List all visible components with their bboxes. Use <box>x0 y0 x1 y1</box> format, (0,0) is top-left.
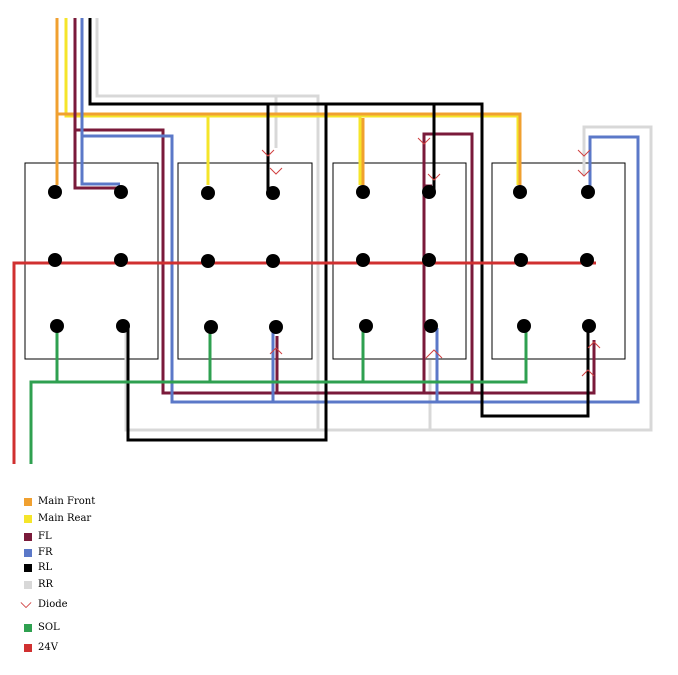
relay-box-3 <box>332 162 467 360</box>
terminal <box>204 320 218 334</box>
relay-box-4 <box>491 162 626 360</box>
wire-rr <box>95 18 653 432</box>
terminal <box>581 185 595 199</box>
terminal <box>269 320 283 334</box>
terminal <box>201 254 215 268</box>
terminal <box>513 185 527 199</box>
terminal <box>356 185 370 199</box>
diode-1 <box>261 149 275 157</box>
terminal <box>48 185 62 199</box>
wire-rl <box>88 18 590 442</box>
terminal <box>201 186 215 200</box>
terminal <box>422 253 436 267</box>
terminal <box>116 319 130 333</box>
diode-3 <box>417 137 431 145</box>
diode-5 <box>577 149 591 157</box>
terminal <box>582 319 596 333</box>
wire-fr <box>80 18 640 404</box>
terminal <box>356 253 370 267</box>
diode-4 <box>427 173 441 181</box>
diode-8 <box>425 349 443 359</box>
terminal <box>517 319 531 333</box>
terminal <box>114 185 128 199</box>
terminal <box>50 319 64 333</box>
terminal <box>422 185 436 199</box>
diode-9 <box>587 341 601 349</box>
diode-6 <box>577 169 591 177</box>
relay-box-1 <box>24 162 159 360</box>
terminals <box>48 185 596 334</box>
relay-boxes <box>24 162 626 360</box>
diodes <box>261 137 601 377</box>
diode-7 <box>269 347 283 355</box>
terminal <box>359 319 373 333</box>
wire-fl <box>73 18 596 395</box>
wire-24v <box>12 261 596 464</box>
wire-main-rear <box>64 18 520 185</box>
terminal <box>424 319 438 333</box>
wire-sol <box>29 328 528 464</box>
terminal <box>266 254 280 268</box>
terminal <box>514 253 528 267</box>
terminal <box>114 253 128 267</box>
relay-box-2 <box>177 162 313 360</box>
terminal <box>580 253 594 267</box>
diode-2 <box>269 167 283 175</box>
wire-main-front <box>55 18 522 185</box>
terminal <box>266 186 280 200</box>
terminal <box>48 253 62 267</box>
diode-10 <box>581 369 595 377</box>
